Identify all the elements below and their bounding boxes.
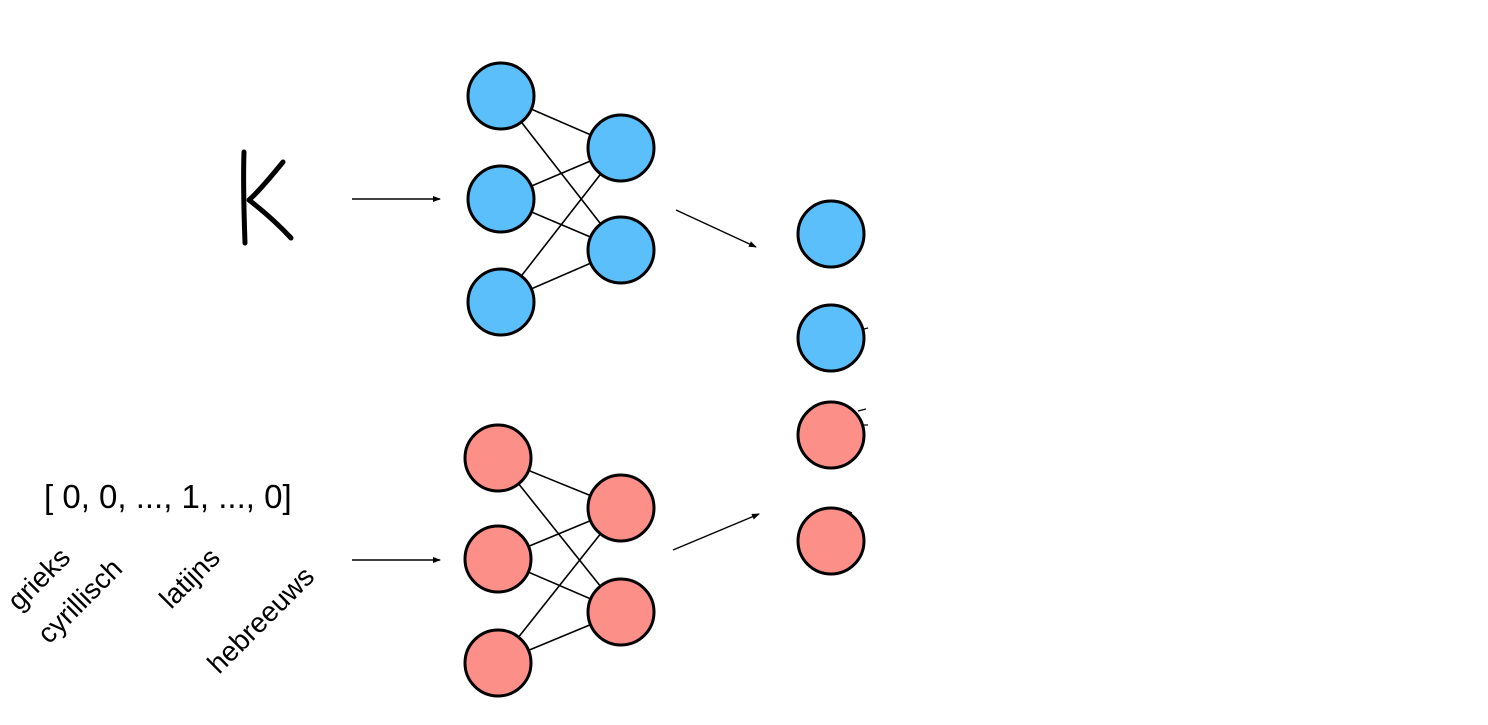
one-hot-vector: [ 0, 0, ..., 1, ..., 0] xyxy=(44,478,292,515)
red-input-node xyxy=(463,524,533,594)
handwritten-letter-k xyxy=(241,149,294,246)
red-input-node xyxy=(463,628,533,698)
output-node-red xyxy=(796,400,866,470)
blue-hidden-node xyxy=(586,113,656,183)
blue-hidden-node xyxy=(586,215,656,285)
red-hidden-node xyxy=(586,577,656,647)
output-node-blue xyxy=(796,303,866,373)
red-network-nodes xyxy=(463,423,656,698)
output-node-blue xyxy=(796,199,866,269)
arrow-blue-to-output xyxy=(675,209,757,248)
output-node-ticks xyxy=(845,327,869,514)
red-hidden-node xyxy=(586,473,656,543)
blue-input-node xyxy=(466,164,536,234)
blue-input-node xyxy=(466,267,536,337)
red-input-node xyxy=(463,423,533,493)
output-node-red xyxy=(796,506,866,576)
output-layer xyxy=(796,199,866,576)
arrow-red-to-output xyxy=(672,513,760,551)
blue-input-node xyxy=(466,61,536,131)
blue-network-nodes xyxy=(466,61,656,337)
